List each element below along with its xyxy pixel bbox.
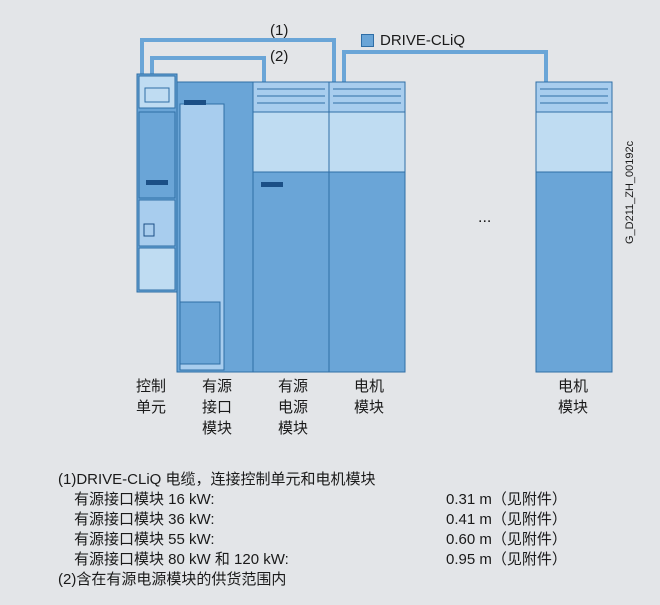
note-row-value: 0.60 m（见附件） (446, 531, 567, 548)
note-row: 有源接口模块 80 kW 和 120 kW: 0.95 m（见附件） (58, 550, 567, 570)
note-row-label: 有源接口模块 80 kW 和 120 kW: (74, 551, 289, 568)
note-row-label: 有源接口模块 55 kW: (74, 531, 215, 548)
label-active-interface-module: 有源 接口 模块 (201, 378, 232, 437)
note-row-label: 有源接口模块 16 kW: (74, 491, 215, 508)
note-row: 有源接口模块 36 kW: 0.41 m（见附件） (58, 510, 567, 530)
note-2: (2)含在有源电源模块的供货范围内 (58, 571, 287, 588)
active-interface-module-body (176, 81, 254, 373)
label-active-line-module: 有源 电源 模块 (277, 378, 308, 437)
drawing-code: G_D211_ZH_00192c (624, 140, 636, 244)
footnotes: (1)DRIVE-CLiQ 电缆，连接控制单元和电机模块 有源接口模块 16 k… (58, 470, 567, 590)
note-1-title: (1)DRIVE-CLiQ 电缆，连接控制单元和电机模块 (58, 471, 376, 488)
motor-module-1-body (328, 81, 406, 373)
callout-1: (1) (270, 22, 289, 39)
legend-swatch (361, 34, 374, 47)
cable-2 (150, 56, 266, 82)
label-motor-module-1: 电机 模块 (353, 378, 384, 416)
module-diagram (136, 38, 613, 373)
note-row-value: 0.95 m（见附件） (446, 551, 567, 568)
control-unit-led (146, 180, 168, 185)
interface-module-led (184, 100, 206, 105)
note-row: 有源接口模块 16 kW: 0.31 m（见附件） (58, 490, 567, 510)
label-control-unit: 控制 单元 (135, 378, 166, 416)
cable-1b (342, 50, 548, 82)
callout-2: (2) (270, 48, 289, 65)
label-motor-module-2: 电机 模块 (557, 378, 588, 416)
motor-module-2-body (535, 81, 613, 373)
control-unit-body (136, 73, 178, 293)
legend-label: DRIVE-CLiQ (380, 32, 466, 49)
note-row: 有源接口模块 55 kW: 0.60 m（见附件） (58, 530, 567, 550)
active-line-module-body (252, 81, 330, 373)
note-row-value: 0.31 m（见附件） (446, 491, 567, 508)
note-row-value: 0.41 m（见附件） (446, 511, 567, 528)
line-module-led (261, 182, 283, 187)
diagram-frame: (1) (2) DRIVE-CLiQ ... G_D211_ZH_00192c … (12, 12, 648, 593)
note-row-label: 有源接口模块 36 kW: (74, 511, 215, 528)
ellipsis: ... (478, 209, 492, 226)
cable-1 (140, 38, 336, 82)
legend: DRIVE-CLiQ (361, 32, 465, 49)
